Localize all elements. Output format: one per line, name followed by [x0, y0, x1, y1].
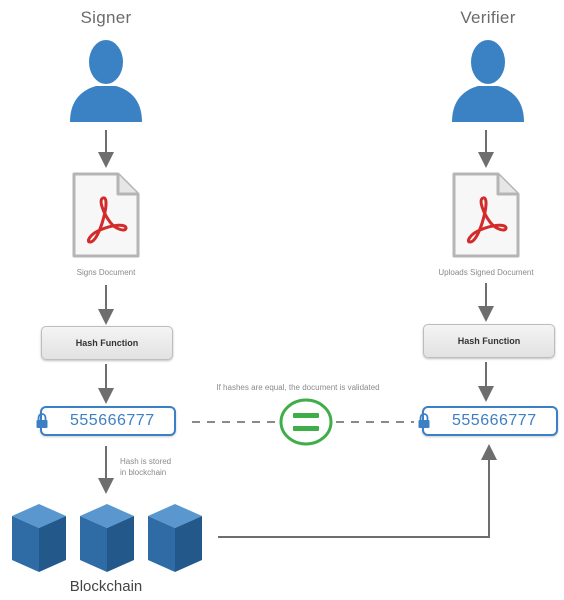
- blockchain-cubes-icon: [12, 504, 202, 572]
- equal-sign-icon: [279, 398, 333, 446]
- verifier-lock-icon: [418, 413, 430, 428]
- signer-hash-function-box: Hash Function: [41, 326, 173, 360]
- signer-person-icon: [70, 40, 142, 122]
- verifier-person-icon: [452, 40, 524, 122]
- arrow-blockchain-to-verifier: [218, 444, 497, 538]
- verifier-title: Verifier: [460, 8, 516, 27]
- verifier-hash-value: 555666777: [452, 412, 537, 429]
- validation-note: If hashes are equal, the document is val…: [216, 383, 380, 392]
- cube-icon-3: [148, 504, 202, 572]
- verifier-hash-function-box: Hash Function: [423, 324, 555, 358]
- verifier-doc-caption: Uploads Signed Document: [438, 268, 534, 277]
- signer-pdf-document-icon: [72, 172, 140, 258]
- verifier-pdf-document-icon: [452, 172, 520, 258]
- blockchain-label: Blockchain: [69, 578, 143, 595]
- cube-icon-2: [80, 504, 134, 572]
- hash-stored-note-line2: in blockchain: [120, 468, 167, 477]
- signer-lock-icon: [36, 413, 48, 428]
- hash-stored-note: Hash is stored in blockchain: [120, 456, 200, 478]
- cube-icon-1: [12, 504, 66, 572]
- signer-doc-caption: Signs Document: [76, 268, 136, 277]
- signer-hash-value: 555666777: [70, 412, 155, 429]
- signer-hash-value-box: 555666777: [40, 406, 176, 436]
- verifier-hash-value-box: 555666777: [422, 406, 558, 436]
- signer-title: Signer: [80, 8, 132, 27]
- hash-stored-note-line1: Hash is stored: [120, 457, 172, 466]
